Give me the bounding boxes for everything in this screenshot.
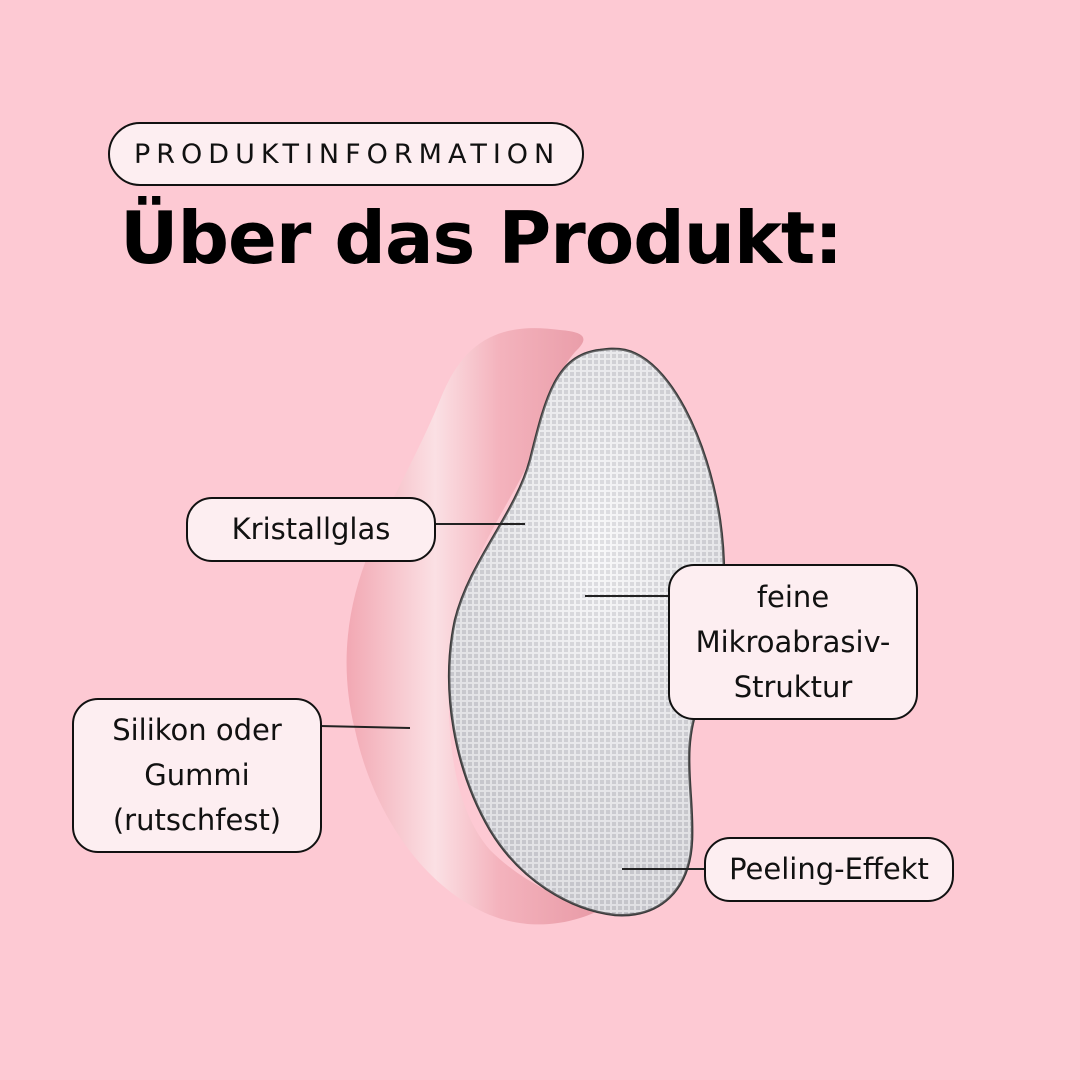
callout-glass-label: Kristallglas xyxy=(231,512,391,546)
callout-base-line-2: Gummi xyxy=(144,758,250,792)
callout-base-line-3: (rutschfest) xyxy=(112,803,282,837)
callout-structure-line-3: Struktur xyxy=(733,669,853,704)
callout-base: Silikon oder Gummi (rutschfest) xyxy=(72,698,322,853)
callout-glass: Kristallglas xyxy=(186,497,436,562)
callout-effect-label: Peeling-Effekt xyxy=(729,852,929,886)
callout-structure-line-2: Mikroabrasiv- xyxy=(695,624,891,659)
section-tag-label: PRODUKTINFORMATION xyxy=(134,138,561,170)
section-tag: PRODUKTINFORMATION xyxy=(108,122,585,186)
silicone-body xyxy=(346,328,600,925)
callout-structure-line-1: feine xyxy=(756,579,830,614)
leader-line-base xyxy=(319,725,411,729)
page-title: Über das Produkt: xyxy=(120,196,843,280)
callout-structure: feine Mikroabrasiv- Struktur xyxy=(668,564,918,720)
callout-effect: Peeling-Effekt xyxy=(704,837,954,902)
callout-base-line-1: Silikon oder xyxy=(112,713,282,747)
